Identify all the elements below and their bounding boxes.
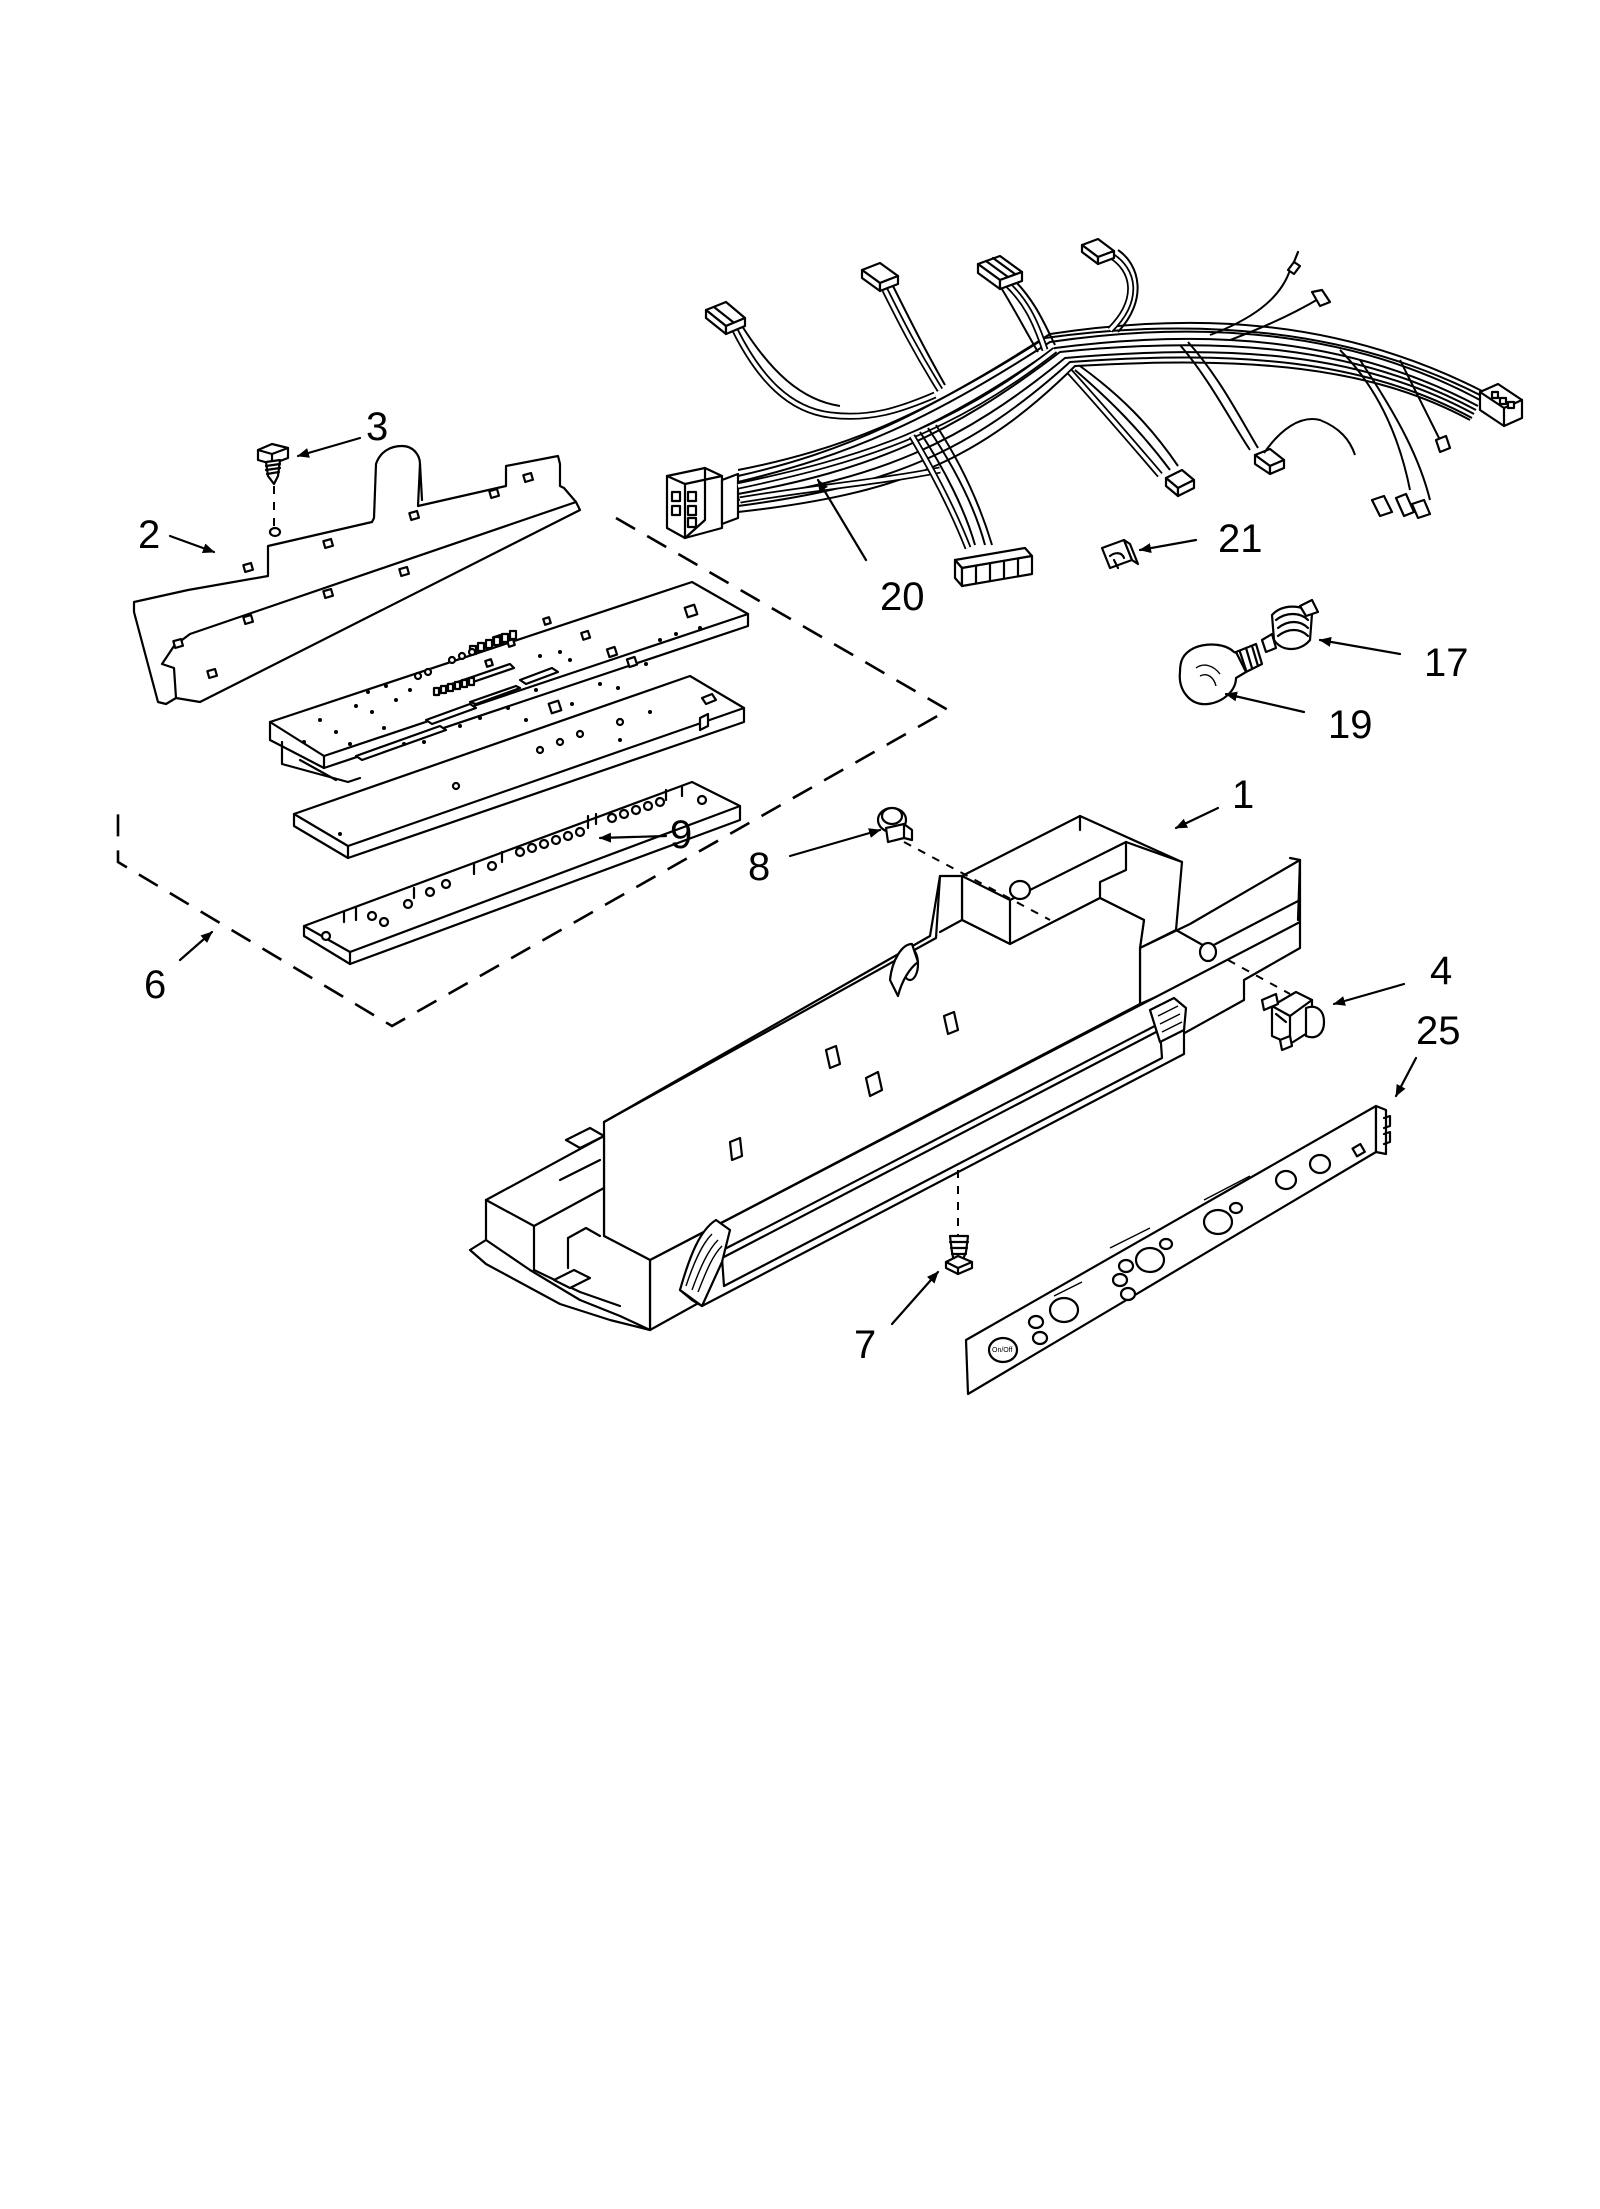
callout-8: 8	[748, 845, 770, 889]
callout-17: 17	[1424, 641, 1469, 685]
arrow-8	[788, 828, 882, 858]
upper-board-chips	[413, 629, 518, 697]
part-1-control-housing	[468, 814, 1302, 1332]
part-21-clip	[1100, 538, 1140, 570]
harness-terminal-bottom-right	[1370, 434, 1452, 520]
arrow-1	[1174, 806, 1220, 830]
control-board-upper	[268, 580, 750, 784]
part-25-control-panel-overlay: On/Off	[964, 1104, 1392, 1396]
callout-arrows	[168, 436, 1418, 1326]
arrow-20	[816, 478, 868, 562]
harness-connector-right	[1478, 382, 1524, 428]
callout-3: 3	[366, 405, 388, 449]
callout-1: 1	[1232, 773, 1254, 817]
callout-19: 19	[1328, 703, 1373, 747]
harness-main-connector	[665, 466, 740, 540]
part-8-grommet	[876, 806, 914, 844]
arrow-4	[1332, 982, 1406, 1006]
callout-6: 6	[144, 963, 166, 1007]
part-7-screw	[944, 1170, 974, 1276]
harness-connector-d	[1080, 237, 1116, 266]
callout-4: 4	[1430, 949, 1452, 993]
harness-connector-c	[976, 254, 1024, 291]
control-board-lower	[302, 780, 742, 966]
harness-connector-center	[1164, 468, 1196, 498]
part-4-switch	[1260, 990, 1326, 1052]
callout-21: 21	[1218, 517, 1263, 561]
control-board-middle	[292, 674, 746, 860]
callout-9: 9	[670, 813, 692, 857]
callout-20: 20	[880, 575, 925, 619]
callout-labels: 3 2 6 9 8 1 4 25 7 20 21 17 19	[138, 405, 1469, 1367]
arrow-21	[1138, 538, 1198, 553]
part-19-light-bulb	[1178, 642, 1264, 706]
arrow-6	[178, 930, 214, 962]
upper-board-dots	[302, 626, 702, 746]
part-3-screw	[256, 442, 290, 530]
arrow-25	[1394, 1056, 1418, 1098]
arrow-2	[168, 534, 216, 554]
harness-connector-rc	[1253, 447, 1286, 476]
harness-connector-b	[860, 261, 900, 293]
on-off-label: On/Off	[992, 1347, 1013, 1354]
part-17-lamp-socket	[1260, 598, 1320, 654]
harness-terminal-top-right	[1286, 250, 1332, 308]
callout-7: 7	[854, 1323, 876, 1367]
lower-board-components	[320, 784, 708, 942]
harness-connector-a	[704, 300, 747, 336]
wire-harness	[665, 237, 1524, 588]
part-2-shield-plate	[132, 444, 582, 706]
harness-connector-5pin	[953, 546, 1034, 588]
arrow-19	[1224, 691, 1306, 714]
part-6-assembly-outline	[116, 516, 951, 1028]
arrow-3	[296, 436, 362, 458]
arrow-9	[598, 832, 668, 843]
arrow-7	[890, 1270, 940, 1326]
arrow-17	[1318, 636, 1402, 656]
callout-25: 25	[1416, 1009, 1461, 1053]
callout-2: 2	[138, 513, 160, 557]
